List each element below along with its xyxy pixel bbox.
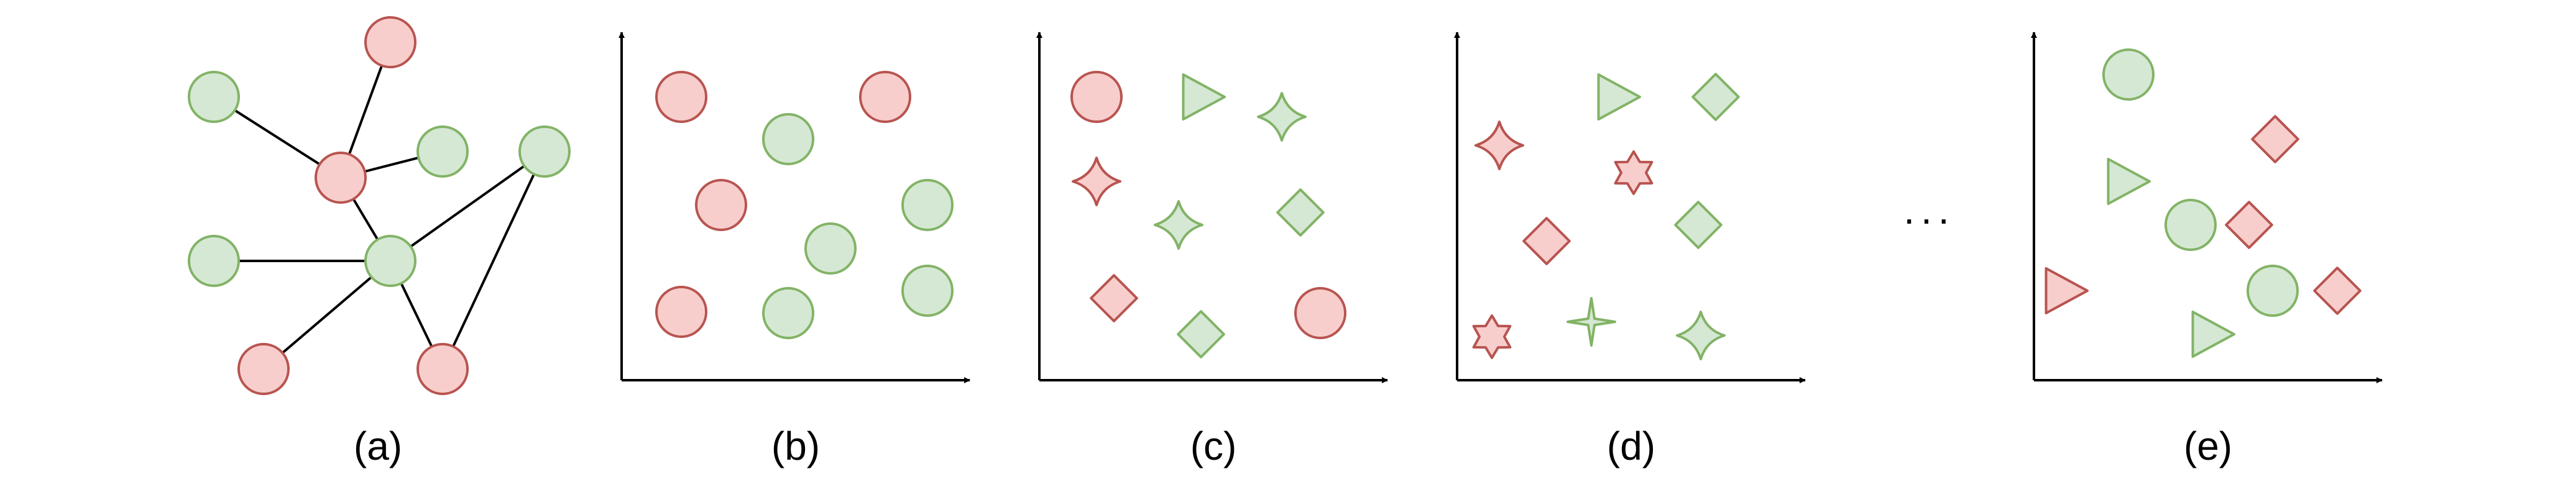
panel-label-c: (c): [1190, 424, 1237, 468]
panel-label-b: (b): [771, 424, 820, 468]
ellipsis: ...: [1903, 188, 1955, 232]
point-red-circle: [859, 71, 911, 123]
point-red-circle: [1070, 71, 1123, 123]
point-green-triangle: [1182, 73, 1226, 121]
point-red-diamond: [2313, 267, 2362, 315]
point-green-triangle: [2191, 311, 2235, 358]
graph-node-green: [416, 125, 469, 178]
point-red-diamond: [1522, 217, 1571, 265]
point-green-astroid: [1676, 311, 1726, 360]
point-red-astroid: [1072, 157, 1121, 206]
panel-e-scatter: (e): [2031, 32, 2383, 468]
point-green-star4: [1566, 297, 1616, 347]
graph-node-red: [364, 16, 416, 68]
panel-a-graph: (a): [188, 16, 571, 468]
point-red-circle: [695, 179, 747, 231]
point-green-circle: [2102, 48, 2155, 101]
point-red-diamond: [2251, 115, 2299, 163]
point-red-star6: [1472, 314, 1512, 359]
panel-label-a: (a): [354, 424, 402, 468]
points-d: [1472, 73, 1740, 360]
point-green-circle: [2247, 265, 2299, 317]
point-green-circle: [901, 265, 954, 317]
point-red-diamond: [1090, 274, 1138, 322]
points-c: [1070, 71, 1346, 358]
graph-node-red: [237, 343, 290, 395]
point-red-triangle: [2045, 267, 2089, 314]
graph-node-red: [315, 152, 367, 204]
point-green-diamond: [1691, 73, 1740, 121]
point-green-triangle: [2107, 158, 2151, 205]
graph-node-red: [416, 343, 469, 395]
graph-edge: [441, 151, 546, 370]
point-red-circle: [655, 71, 707, 123]
graph-edges: [213, 42, 546, 370]
point-green-circle: [804, 222, 857, 275]
graph-node-green: [364, 235, 416, 287]
panel-label-d: (d): [1607, 424, 1655, 468]
graph-node-green: [518, 125, 571, 178]
panel-label-e: (e): [2184, 424, 2232, 468]
graph-edge: [262, 260, 392, 370]
point-green-diamond: [1674, 201, 1723, 249]
graph-node-green: [188, 235, 240, 287]
point-green-circle: [901, 179, 954, 231]
point-red-diamond: [2225, 201, 2273, 249]
point-green-astroid: [1257, 92, 1307, 142]
point-red-astroid: [1474, 121, 1524, 170]
graph-edge: [389, 150, 546, 262]
panel-b-scatter: (b): [619, 32, 970, 468]
graph-nodes: [188, 16, 571, 395]
point-red-circle: [1294, 287, 1346, 339]
point-green-astroid: [1154, 200, 1203, 250]
point-green-diamond: [1276, 188, 1325, 237]
point-green-circle: [762, 287, 814, 339]
panel-d-scatter: (d): [1454, 32, 1806, 468]
point-green-circle: [762, 113, 814, 165]
point-green-triangle: [1597, 73, 1641, 121]
panel-c-scatter: (c): [1036, 32, 1388, 468]
point-red-star6: [1614, 150, 1654, 195]
point-green-diamond: [1177, 310, 1225, 358]
points-b: [655, 71, 954, 339]
point-green-circle: [2164, 199, 2217, 251]
points-e: [2045, 48, 2362, 358]
graph-node-green: [188, 71, 240, 123]
point-red-circle: [655, 286, 707, 338]
